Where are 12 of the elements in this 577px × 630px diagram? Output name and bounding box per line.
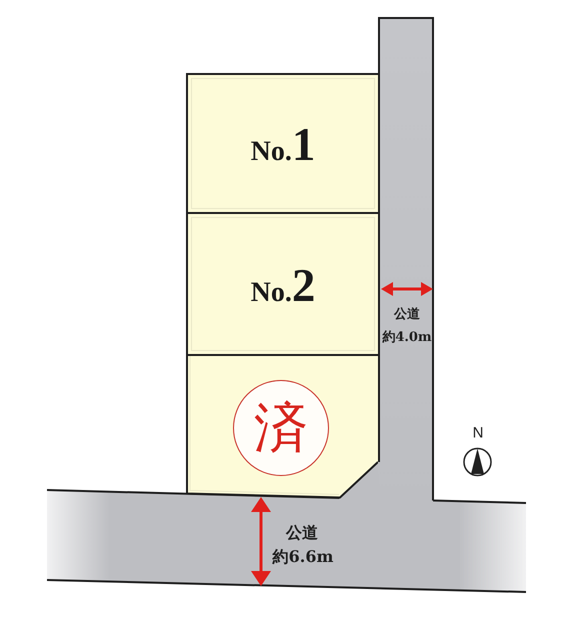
lot-parcel [186, 214, 378, 356]
road [378, 17, 434, 501]
road-width-label: 約4.0m [382, 330, 432, 346]
lot-number: No.1 [250, 122, 316, 169]
lot-parcel [186, 356, 378, 499]
road-type-label: 公道 [394, 308, 420, 322]
lot-parcel [186, 73, 378, 214]
stamp-character: 済 [254, 401, 308, 455]
lot-number: No.2 [250, 262, 316, 310]
north-label: N [472, 426, 484, 440]
road-type-label: 公道 [286, 524, 318, 542]
road-width-label: 約6.6m [272, 548, 334, 566]
